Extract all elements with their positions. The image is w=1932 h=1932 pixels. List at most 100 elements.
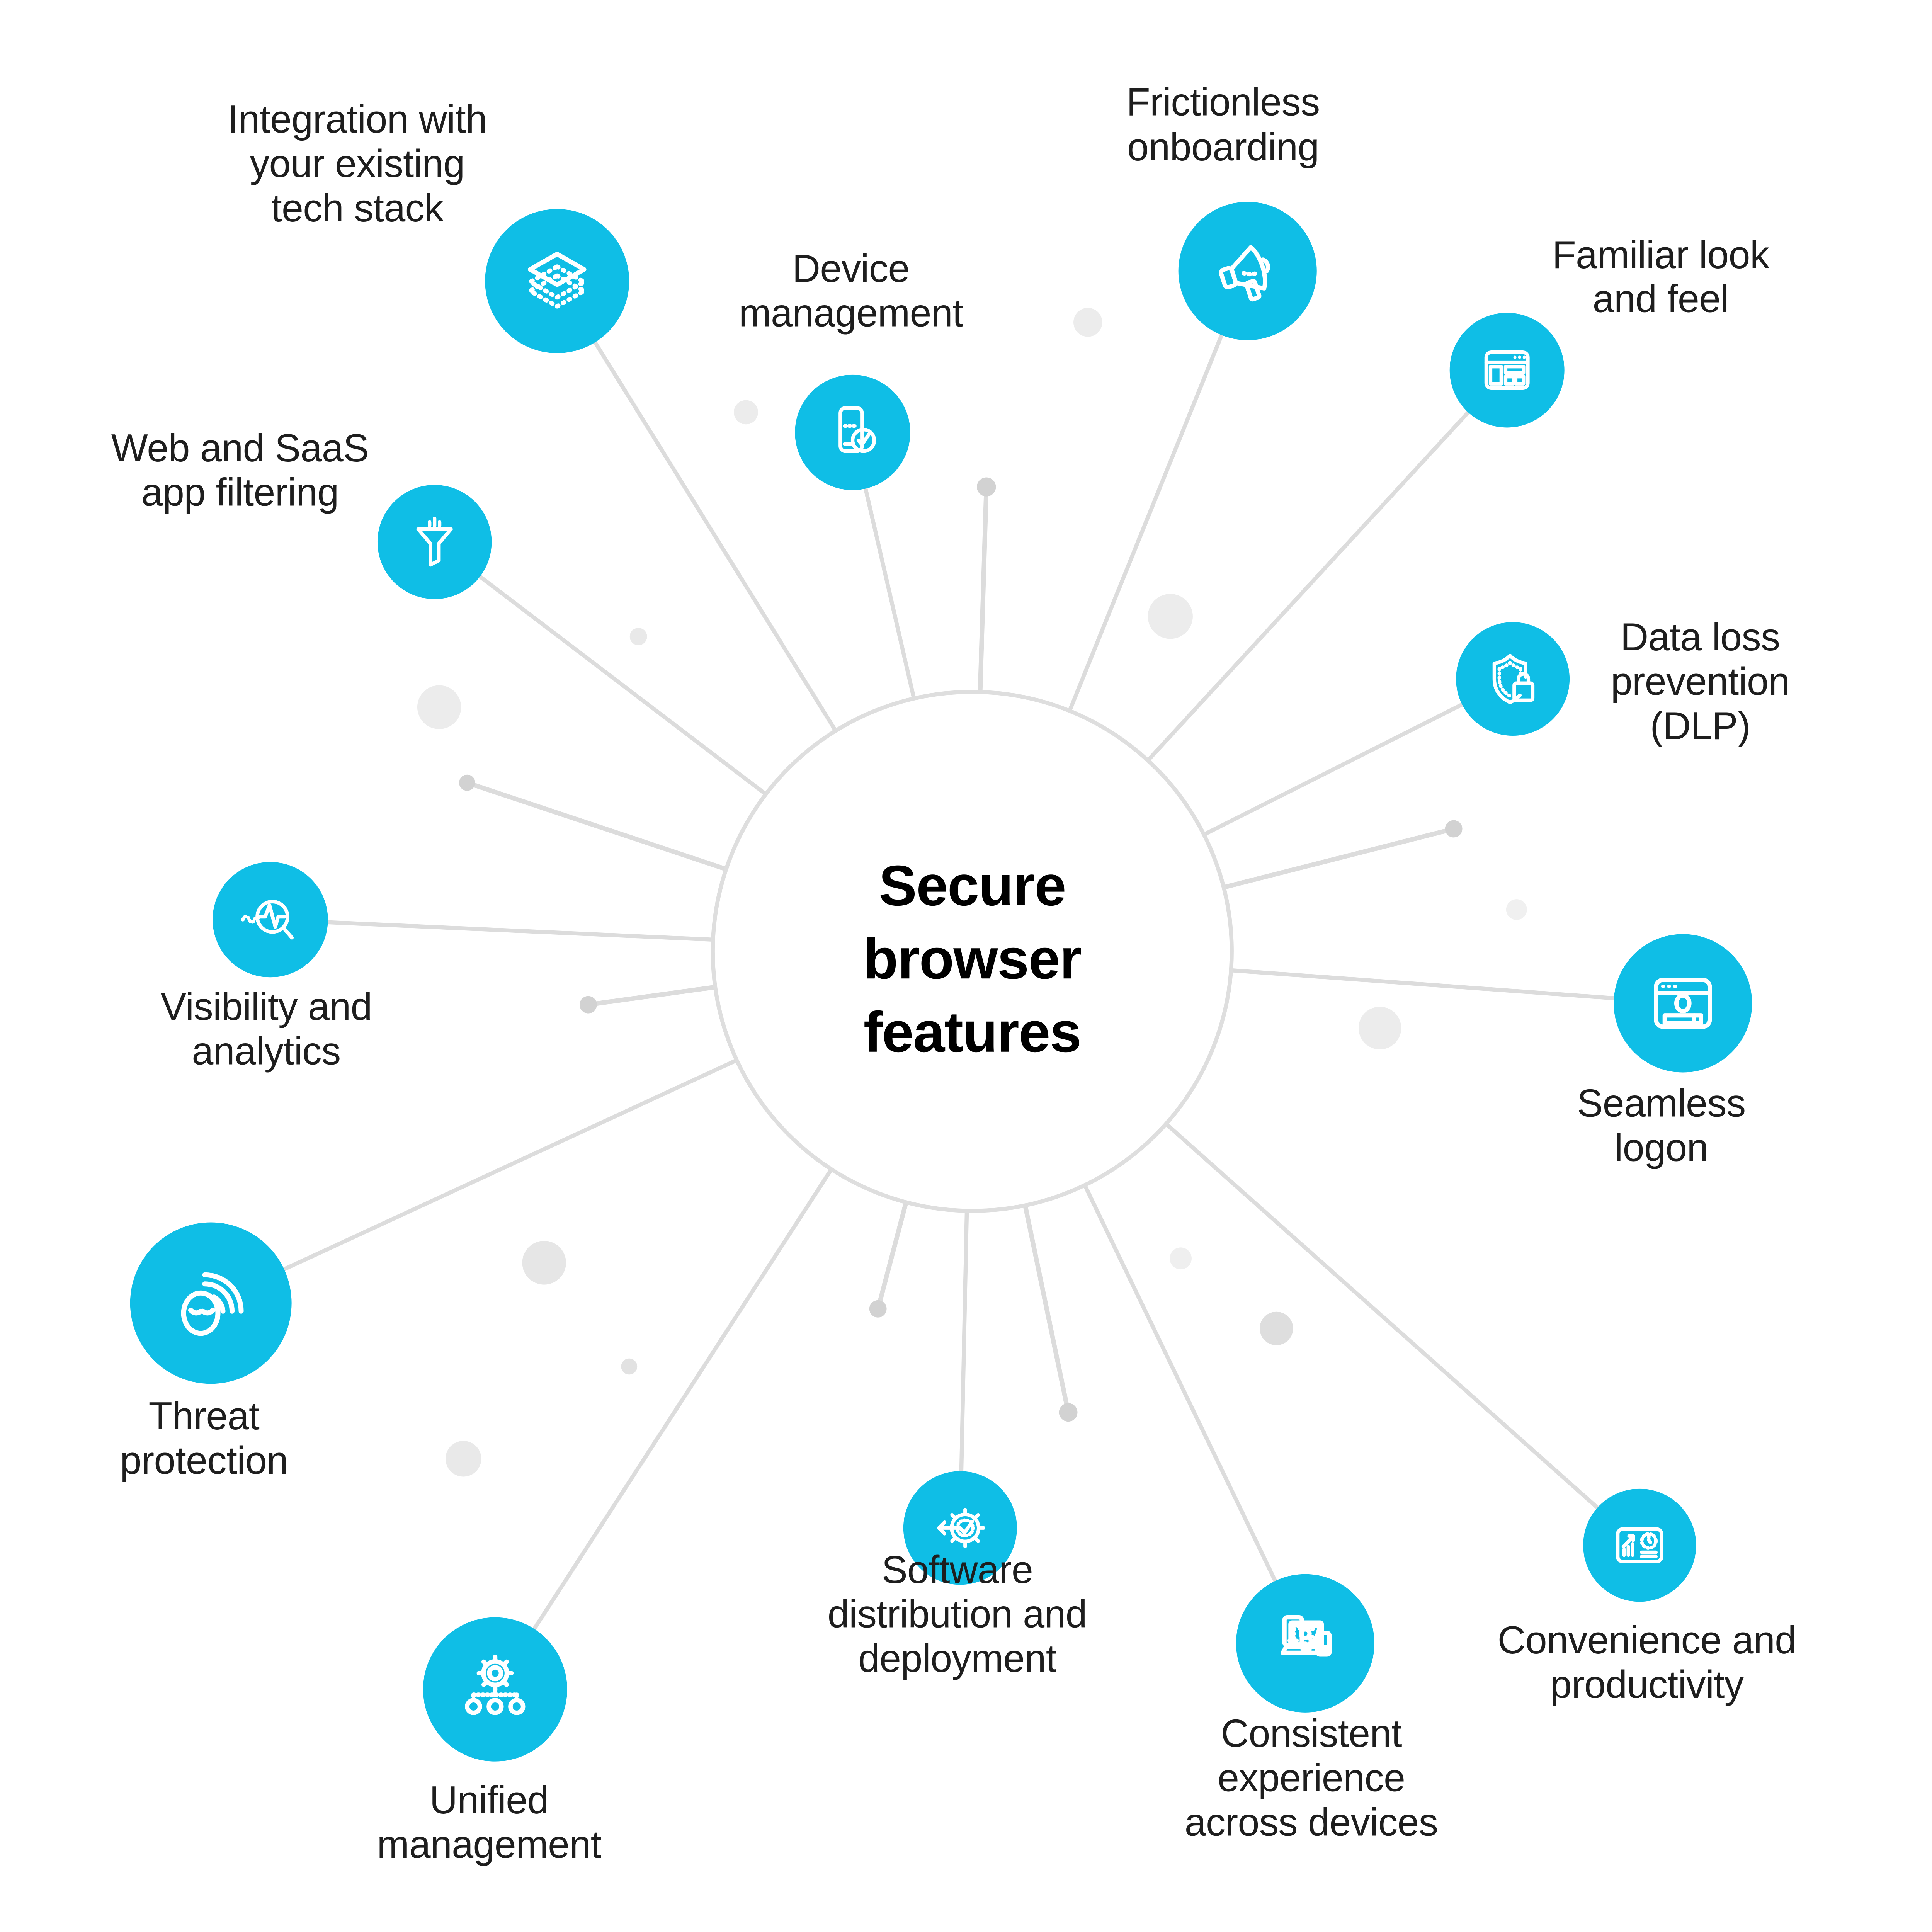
- node-label-line: tech stack: [271, 187, 444, 230]
- decor-dot: [1073, 308, 1102, 337]
- node-label-line: distribution and: [827, 1593, 1087, 1636]
- node-label-line: Data loss: [1620, 616, 1780, 659]
- center-title-line: Secure: [879, 854, 1066, 918]
- layers-icon: [527, 252, 587, 309]
- connector-line-threat-protection: [283, 1059, 736, 1271]
- devices-icon: [1280, 1615, 1332, 1657]
- megaphone-icon: [1219, 245, 1270, 302]
- decor-dot: [1259, 1311, 1293, 1345]
- node-label-line: deployment: [858, 1637, 1056, 1680]
- node-label-line: Convenience and: [1497, 1619, 1796, 1662]
- node-label-line: Frictionless: [1126, 80, 1320, 124]
- decor-dot: [522, 1241, 566, 1285]
- gear-hierarchy-icon: [464, 1655, 525, 1715]
- decor-dot: [1506, 899, 1527, 920]
- decor-dot: [621, 1358, 637, 1375]
- dot-spoke-end-dot: [869, 1300, 887, 1318]
- node-label-line: Visibility and: [160, 985, 372, 1029]
- dot-spoke-line: [1023, 1206, 1070, 1413]
- connector-line-seamless-logon: [1231, 968, 1614, 1000]
- node-label-line: management: [377, 1823, 601, 1866]
- decor-dot: [1358, 1007, 1401, 1049]
- dot-spoke-end-dot: [579, 996, 597, 1014]
- connector-line-software-distribution-and-deployment: [959, 1212, 969, 1471]
- decorative-dots: [417, 308, 1527, 1477]
- decor-dot: [417, 685, 461, 729]
- dot-spoke-line: [466, 780, 726, 871]
- node-label-line: across devices: [1184, 1801, 1438, 1844]
- gear-arrow-icon: [937, 1507, 985, 1548]
- funnel-icon: [416, 517, 453, 567]
- dot-spoke-line: [875, 1202, 908, 1310]
- node-label-line: Consistent: [1221, 1712, 1402, 1755]
- center-title-line: browser: [863, 927, 1081, 991]
- node-label-line: your existing: [250, 142, 464, 185]
- decor-dot: [1169, 1247, 1192, 1270]
- connector-line-device-management: [863, 488, 916, 698]
- connector-line-web-and-saas-app-filtering: [478, 575, 766, 795]
- node-label-line: protection: [120, 1439, 288, 1482]
- node-label-line: onboarding: [1127, 126, 1319, 169]
- browser-user-icon: [1653, 978, 1712, 1029]
- connector-line-familiar-look-and-feel: [1147, 411, 1469, 761]
- search-pulse-icon: [241, 900, 294, 940]
- node-label-line: Integration with: [228, 98, 487, 141]
- diagram-canvas: SecurebrowserfeaturesFrictionlessonboard…: [111, 80, 1796, 1866]
- node-label-line: and feel: [1592, 277, 1728, 320]
- connector-line-frictionless-onboarding: [1068, 334, 1223, 711]
- connector-line-convenience-and-productivity: [1165, 1123, 1599, 1509]
- dot-spoke-line: [588, 985, 714, 1007]
- integration-with-tech-stack-circle: [485, 209, 629, 353]
- node-label-line: management: [738, 292, 963, 335]
- node-label-line: (DLP): [1650, 704, 1750, 748]
- node-label-line: Threat: [148, 1395, 259, 1438]
- dot-spoke-end-dot: [976, 477, 996, 497]
- node-label-line: Software: [881, 1548, 1033, 1592]
- device-management-circle: [794, 374, 910, 490]
- node-label-line: prevention: [1611, 660, 1789, 703]
- dot-spoke-line: [1224, 827, 1454, 889]
- visibility-and-analytics-circle: [212, 862, 328, 978]
- threat-protection-circle: [130, 1222, 292, 1384]
- connector-line-integration-with-tech-stack: [593, 341, 837, 731]
- decor-dot: [1148, 594, 1193, 639]
- connector-line-unified-management: [532, 1169, 832, 1630]
- connector-lines: [283, 334, 1614, 1630]
- node-label-line: Seamless: [1577, 1082, 1745, 1125]
- decor-dot: [445, 1441, 481, 1477]
- connector-line-consistent-experience-across-devices: [1083, 1185, 1277, 1582]
- node-label-line: analytics: [192, 1030, 340, 1073]
- connector-line-data-loss-prevention: [1204, 702, 1463, 836]
- spy-radar-icon: [181, 1272, 244, 1336]
- node-label-line: Web and SaaS: [111, 427, 369, 470]
- dot-spoke-line: [978, 486, 989, 691]
- dot-spoke-end-dot: [459, 774, 475, 791]
- convenience-and-productivity-circle: [1583, 1488, 1696, 1602]
- web-and-saas-app-filtering-circle: [377, 485, 492, 599]
- node-label-line: Unified: [429, 1779, 548, 1822]
- node-label-line: productivity: [1550, 1663, 1744, 1706]
